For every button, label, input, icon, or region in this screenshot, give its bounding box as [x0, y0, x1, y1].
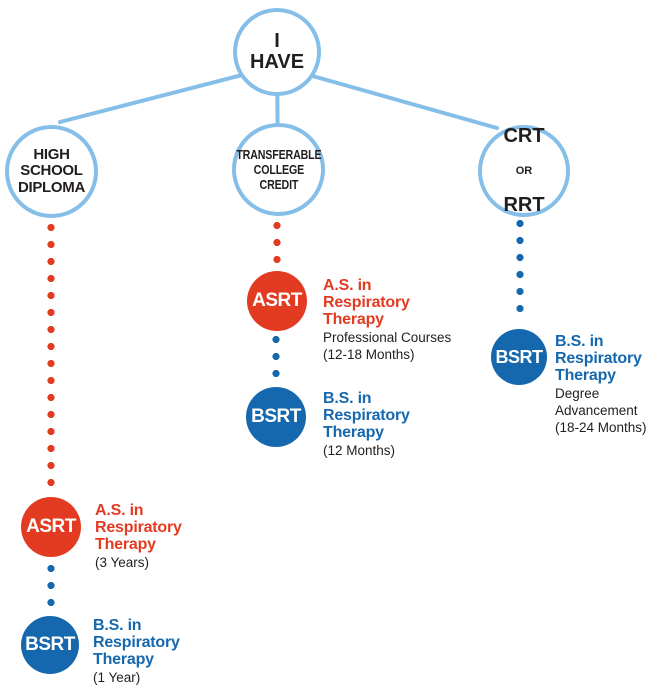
bsrt-right-degree-title: B.S. in Respiratory Therapy: [555, 333, 642, 384]
bsrt-left-degree-title: B.S. in Respiratory Therapy: [93, 617, 180, 668]
dotted-path-credit-to-asrt: [272, 217, 282, 266]
asrt-badge-middle: ASRT: [247, 271, 307, 331]
asrt-middle-step-text: A.S. in Respiratory Therapy Professional…: [323, 277, 451, 363]
bsrt-badge-middle-label: BSRT: [251, 406, 301, 427]
bsrt-right-step-text: B.S. in Respiratory Therapy Degree Advan…: [555, 333, 647, 436]
crt-or-rrt-label: CRT OR RRT: [503, 108, 544, 234]
bsrt-left-step-text: B.S. in Respiratory Therapy (1 Year): [93, 617, 180, 686]
bsrt-badge-left-label: BSRT: [25, 634, 75, 655]
bsrt-right-degree-detail: Degree Advancement (18-24 Months): [555, 386, 647, 435]
root-circle-i-have: I HAVE: [233, 8, 321, 96]
dotted-path-asrt-to-bsrt-mid: [271, 331, 281, 382]
source-circle-crt-or-rrt: CRT OR RRT: [478, 125, 570, 217]
bsrt-badge-right-label: BSRT: [495, 346, 544, 367]
high-school-diploma-label: HIGH SCHOOL DIPLOMA: [17, 145, 86, 196]
asrt-middle-degree-detail: Professional Courses (12-18 Months): [323, 330, 452, 362]
bsrt-badge-right: BSRT: [491, 329, 547, 385]
asrt-badge-left-label: ASRT: [26, 516, 76, 537]
asrt-badge-left: ASRT: [21, 497, 81, 557]
or-label-line: OR: [515, 165, 533, 177]
asrt-left-degree-title: A.S. in Respiratory Therapy: [95, 502, 182, 553]
transferable-college-credit-label: TRANSFERABLE COLLEGE CREDIT: [235, 146, 322, 193]
source-circle-high-school-diploma: HIGH SCHOOL DIPLOMA: [5, 125, 98, 218]
bsrt-middle-degree-detail: (12 Months): [323, 443, 396, 458]
dotted-path-highschool-to-asrt: [46, 219, 56, 496]
bsrt-badge-left: BSRT: [21, 616, 79, 674]
bsrt-middle-step-text: B.S. in Respiratory Therapy (12 Months): [323, 390, 410, 459]
root-circle-label: I HAVE: [249, 30, 305, 73]
asrt-badge-middle-label: ASRT: [252, 290, 302, 311]
dotted-path-asrt-to-bsrt-left: [46, 560, 56, 611]
asrt-middle-degree-title: A.S. in Respiratory Therapy: [323, 277, 410, 328]
source-circle-transferable-college-credit: TRANSFERABLE COLLEGE CREDIT: [232, 123, 325, 216]
bsrt-badge-middle: BSRT: [246, 387, 306, 447]
rrt-label-line: RRT: [503, 194, 545, 216]
asrt-left-degree-detail: (3 Years): [95, 555, 150, 570]
bsrt-middle-degree-title: B.S. in Respiratory Therapy: [323, 390, 410, 441]
bsrt-left-degree-detail: (1 Year): [93, 670, 141, 685]
dotted-path-crt-to-bsrt: [515, 215, 525, 316]
asrt-left-step-text: A.S. in Respiratory Therapy (3 Years): [95, 502, 182, 571]
crt-label-line: CRT: [503, 125, 545, 147]
